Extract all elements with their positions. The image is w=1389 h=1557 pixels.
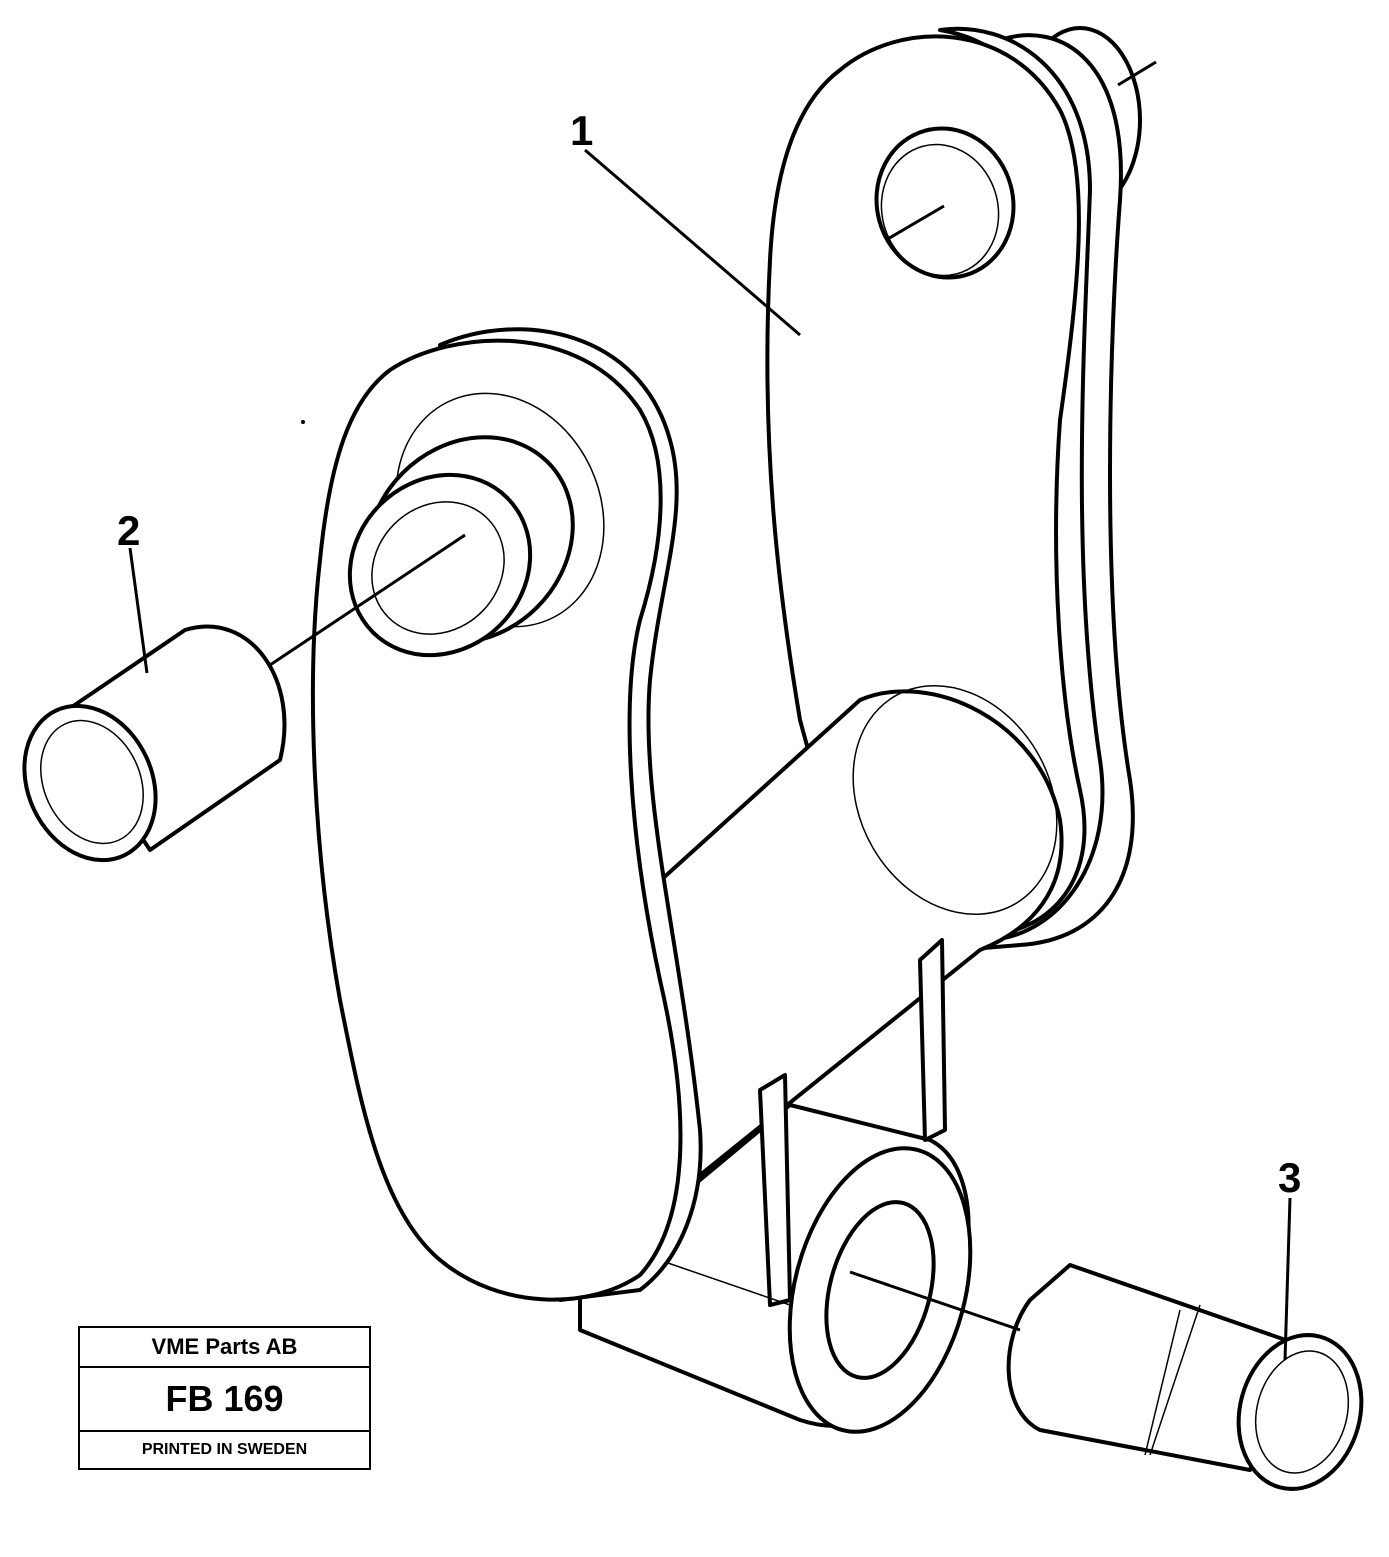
lower-housing (578, 938, 973, 1434)
company-name: VME Parts AB (80, 1328, 369, 1368)
callout-1-leader (584, 148, 801, 337)
callout-3-label: 3 (1278, 1154, 1301, 1201)
callout-1-label: 1 (570, 107, 593, 154)
cross-tube (648, 684, 1064, 1177)
callout-2-label: 2 (117, 507, 140, 554)
lever-arm-front (269, 327, 703, 1302)
title-block: VME Parts AB FB 169 PRINTED IN SWEDEN (78, 1326, 371, 1470)
bushing-2 (22, 547, 287, 863)
bushing-3 (849, 1197, 1364, 1491)
drawing-code: FB 169 (80, 1368, 369, 1432)
stray-dot (301, 420, 305, 424)
printed-note: PRINTED IN SWEDEN (141, 1441, 308, 1458)
